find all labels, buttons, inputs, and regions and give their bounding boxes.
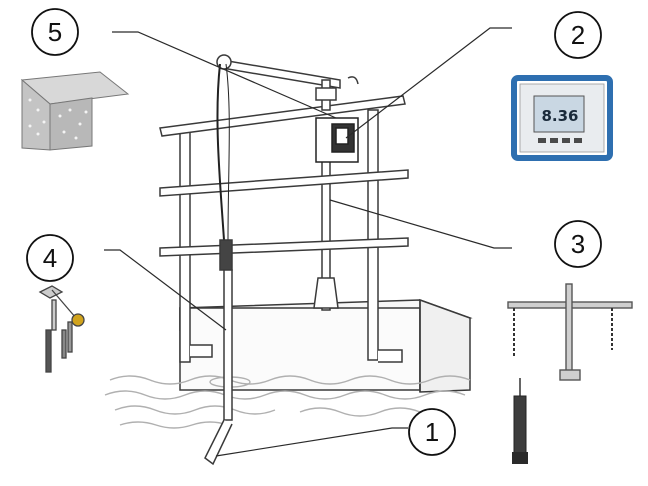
leader-lines [104, 27, 512, 457]
callout-5: 5 [31, 8, 79, 56]
water-surface [104, 375, 471, 429]
callout-4-label: 4 [43, 243, 57, 273]
callout-1-label: 1 [425, 417, 439, 447]
transmitter-display-value: 8.36 [541, 107, 578, 125]
weather-protection-cover [20, 71, 130, 151]
callout-3-label: 3 [571, 229, 585, 259]
swing-arm-holder [216, 54, 359, 309]
chain-holder-illustration [507, 283, 633, 381]
callout-5-label: 5 [48, 17, 62, 47]
callout-3: 3 [554, 220, 602, 268]
field-transmitter [315, 117, 359, 163]
callout-2: 2 [554, 11, 602, 59]
immersion-assembly [204, 239, 233, 466]
chain [216, 63, 230, 241]
accessories-illustration [38, 285, 85, 373]
callout-1: 1 [408, 408, 456, 456]
sensor-illustration [512, 378, 528, 464]
callout-4: 4 [26, 234, 74, 282]
transmitter-illustration: 8.36 [511, 75, 613, 161]
callout-2-label: 2 [571, 20, 585, 50]
